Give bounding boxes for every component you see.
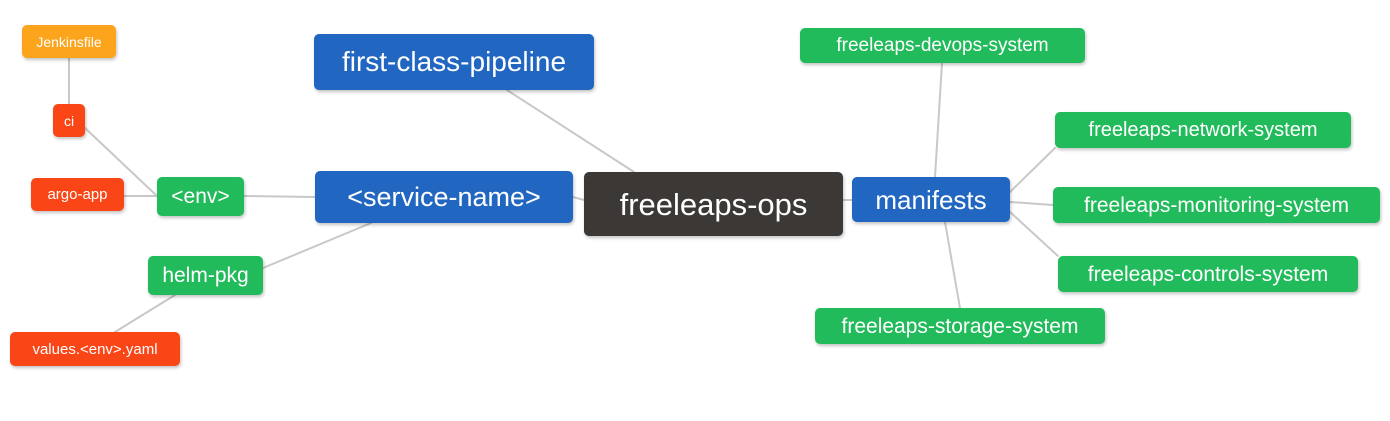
node-freeleaps-storage-system[interactable]: freeleaps-storage-system: [815, 308, 1105, 344]
node-helm-pkg[interactable]: helm-pkg: [148, 256, 263, 295]
edge-helm-pkg-values-yaml: [114, 294, 176, 333]
edge-manifests-network: [1009, 147, 1056, 193]
node-label-values-yaml: values.<env>.yaml: [32, 340, 158, 358]
node-jenkinsfile[interactable]: Jenkinsfile: [22, 25, 116, 58]
edge-manifests-storage: [944, 221, 961, 309]
node-env[interactable]: <env>: [157, 177, 244, 216]
node-label-ci: ci: [63, 112, 75, 129]
node-label-freeleaps-controls-system: freeleaps-controls-system: [1087, 262, 1329, 286]
node-freeleaps-monitoring-system[interactable]: freeleaps-monitoring-system: [1053, 187, 1380, 223]
edge-manifests-devops: [934, 62, 943, 178]
node-label-freeleaps-devops-system: freeleaps-devops-system: [836, 35, 1049, 56]
edge-manifests-monitoring: [1009, 201, 1054, 206]
edge-manifests-controls: [1009, 211, 1059, 257]
node-freeleaps-controls-system[interactable]: freeleaps-controls-system: [1058, 256, 1358, 292]
node-label-freeleaps-monitoring-system: freeleaps-monitoring-system: [1084, 193, 1349, 217]
node-values-yaml[interactable]: values.<env>.yaml: [10, 332, 180, 366]
node-freeleaps-devops-system[interactable]: freeleaps-devops-system: [800, 28, 1085, 63]
node-label-service-name: <service-name>: [347, 181, 541, 212]
node-label-manifests: manifests: [875, 184, 987, 215]
node-label-first-class-pipeline: first-class-pipeline: [341, 46, 567, 77]
node-freeleaps-network-system[interactable]: freeleaps-network-system: [1055, 112, 1351, 148]
node-label-freeleaps-ops: freeleaps-ops: [619, 186, 808, 222]
node-label-argo-app: argo-app: [47, 186, 108, 203]
node-label-freeleaps-storage-system: freeleaps-storage-system: [841, 314, 1079, 338]
node-ci[interactable]: ci: [53, 104, 85, 137]
node-service-name[interactable]: <service-name>: [315, 171, 573, 223]
edge-env-service-name: [243, 195, 316, 198]
node-label-env: <env>: [171, 185, 230, 208]
node-freeleaps-ops[interactable]: freeleaps-ops: [584, 172, 843, 236]
node-label-helm-pkg: helm-pkg: [162, 264, 249, 287]
edge-first-class-pipeline-ops: [506, 89, 635, 173]
node-first-class-pipeline[interactable]: first-class-pipeline: [314, 34, 594, 90]
edge-service-name-ops: [572, 196, 585, 201]
node-manifests[interactable]: manifests: [852, 177, 1010, 222]
node-label-freeleaps-network-system: freeleaps-network-system: [1088, 119, 1318, 141]
node-argo-app[interactable]: argo-app: [31, 178, 124, 211]
node-label-jenkinsfile: Jenkinsfile: [36, 33, 102, 50]
edge-service-name-helm-pkg: [262, 222, 372, 269]
